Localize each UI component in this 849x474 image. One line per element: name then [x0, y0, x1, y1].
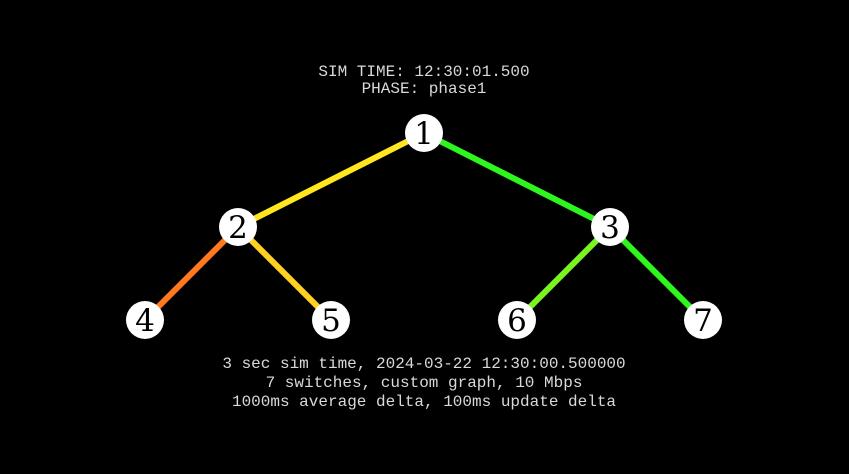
switch-node-circle [312, 301, 350, 339]
switch-node-5[interactable]: 5 [312, 301, 350, 339]
switch-node-circle [498, 301, 536, 339]
switch-node-2[interactable]: 2 [219, 208, 257, 246]
edge-layer [142, 130, 706, 323]
phase-label: PHASE: phase1 [362, 80, 487, 98]
footer-line-3: 1000ms average delta, 100ms update delta [232, 393, 616, 411]
switch-node-label: 5 [321, 303, 341, 339]
edge-2-5 [235, 224, 334, 323]
switch-node-4[interactable]: 4 [126, 301, 164, 339]
edge-1-2 [236, 130, 426, 230]
node-layer: 1 2 3 4 5 6 7 [126, 114, 722, 339]
switch-node-label: 6 [507, 303, 527, 339]
switch-node-7[interactable]: 7 [684, 301, 722, 339]
switch-node-circle [684, 301, 722, 339]
switch-node-label: 2 [228, 210, 248, 246]
switch-node-label: 1 [414, 116, 434, 152]
edge-2-4 [142, 224, 241, 323]
switch-node-circle [591, 208, 629, 246]
edge-3-7 [607, 224, 706, 323]
switch-node-label: 3 [600, 210, 620, 246]
sim-time-label: SIM TIME: 12:30:01.500 [318, 63, 529, 81]
edge-3-6 [514, 224, 613, 323]
switch-node-1[interactable]: 1 [405, 114, 443, 152]
switch-node-circle [219, 208, 257, 246]
switch-node-6[interactable]: 6 [498, 301, 536, 339]
switch-node-label: 7 [693, 303, 713, 339]
switch-node-circle [405, 114, 443, 152]
footer-line-1: 3 sec sim time, 2024-03-22 12:30:00.5000… [222, 355, 625, 373]
switch-node-label: 4 [135, 303, 155, 339]
switch-node-circle [126, 301, 164, 339]
switch-node-3[interactable]: 3 [591, 208, 629, 246]
footer-line-2: 7 switches, custom graph, 10 Mbps [266, 374, 583, 392]
edge-1-3 [422, 130, 612, 230]
